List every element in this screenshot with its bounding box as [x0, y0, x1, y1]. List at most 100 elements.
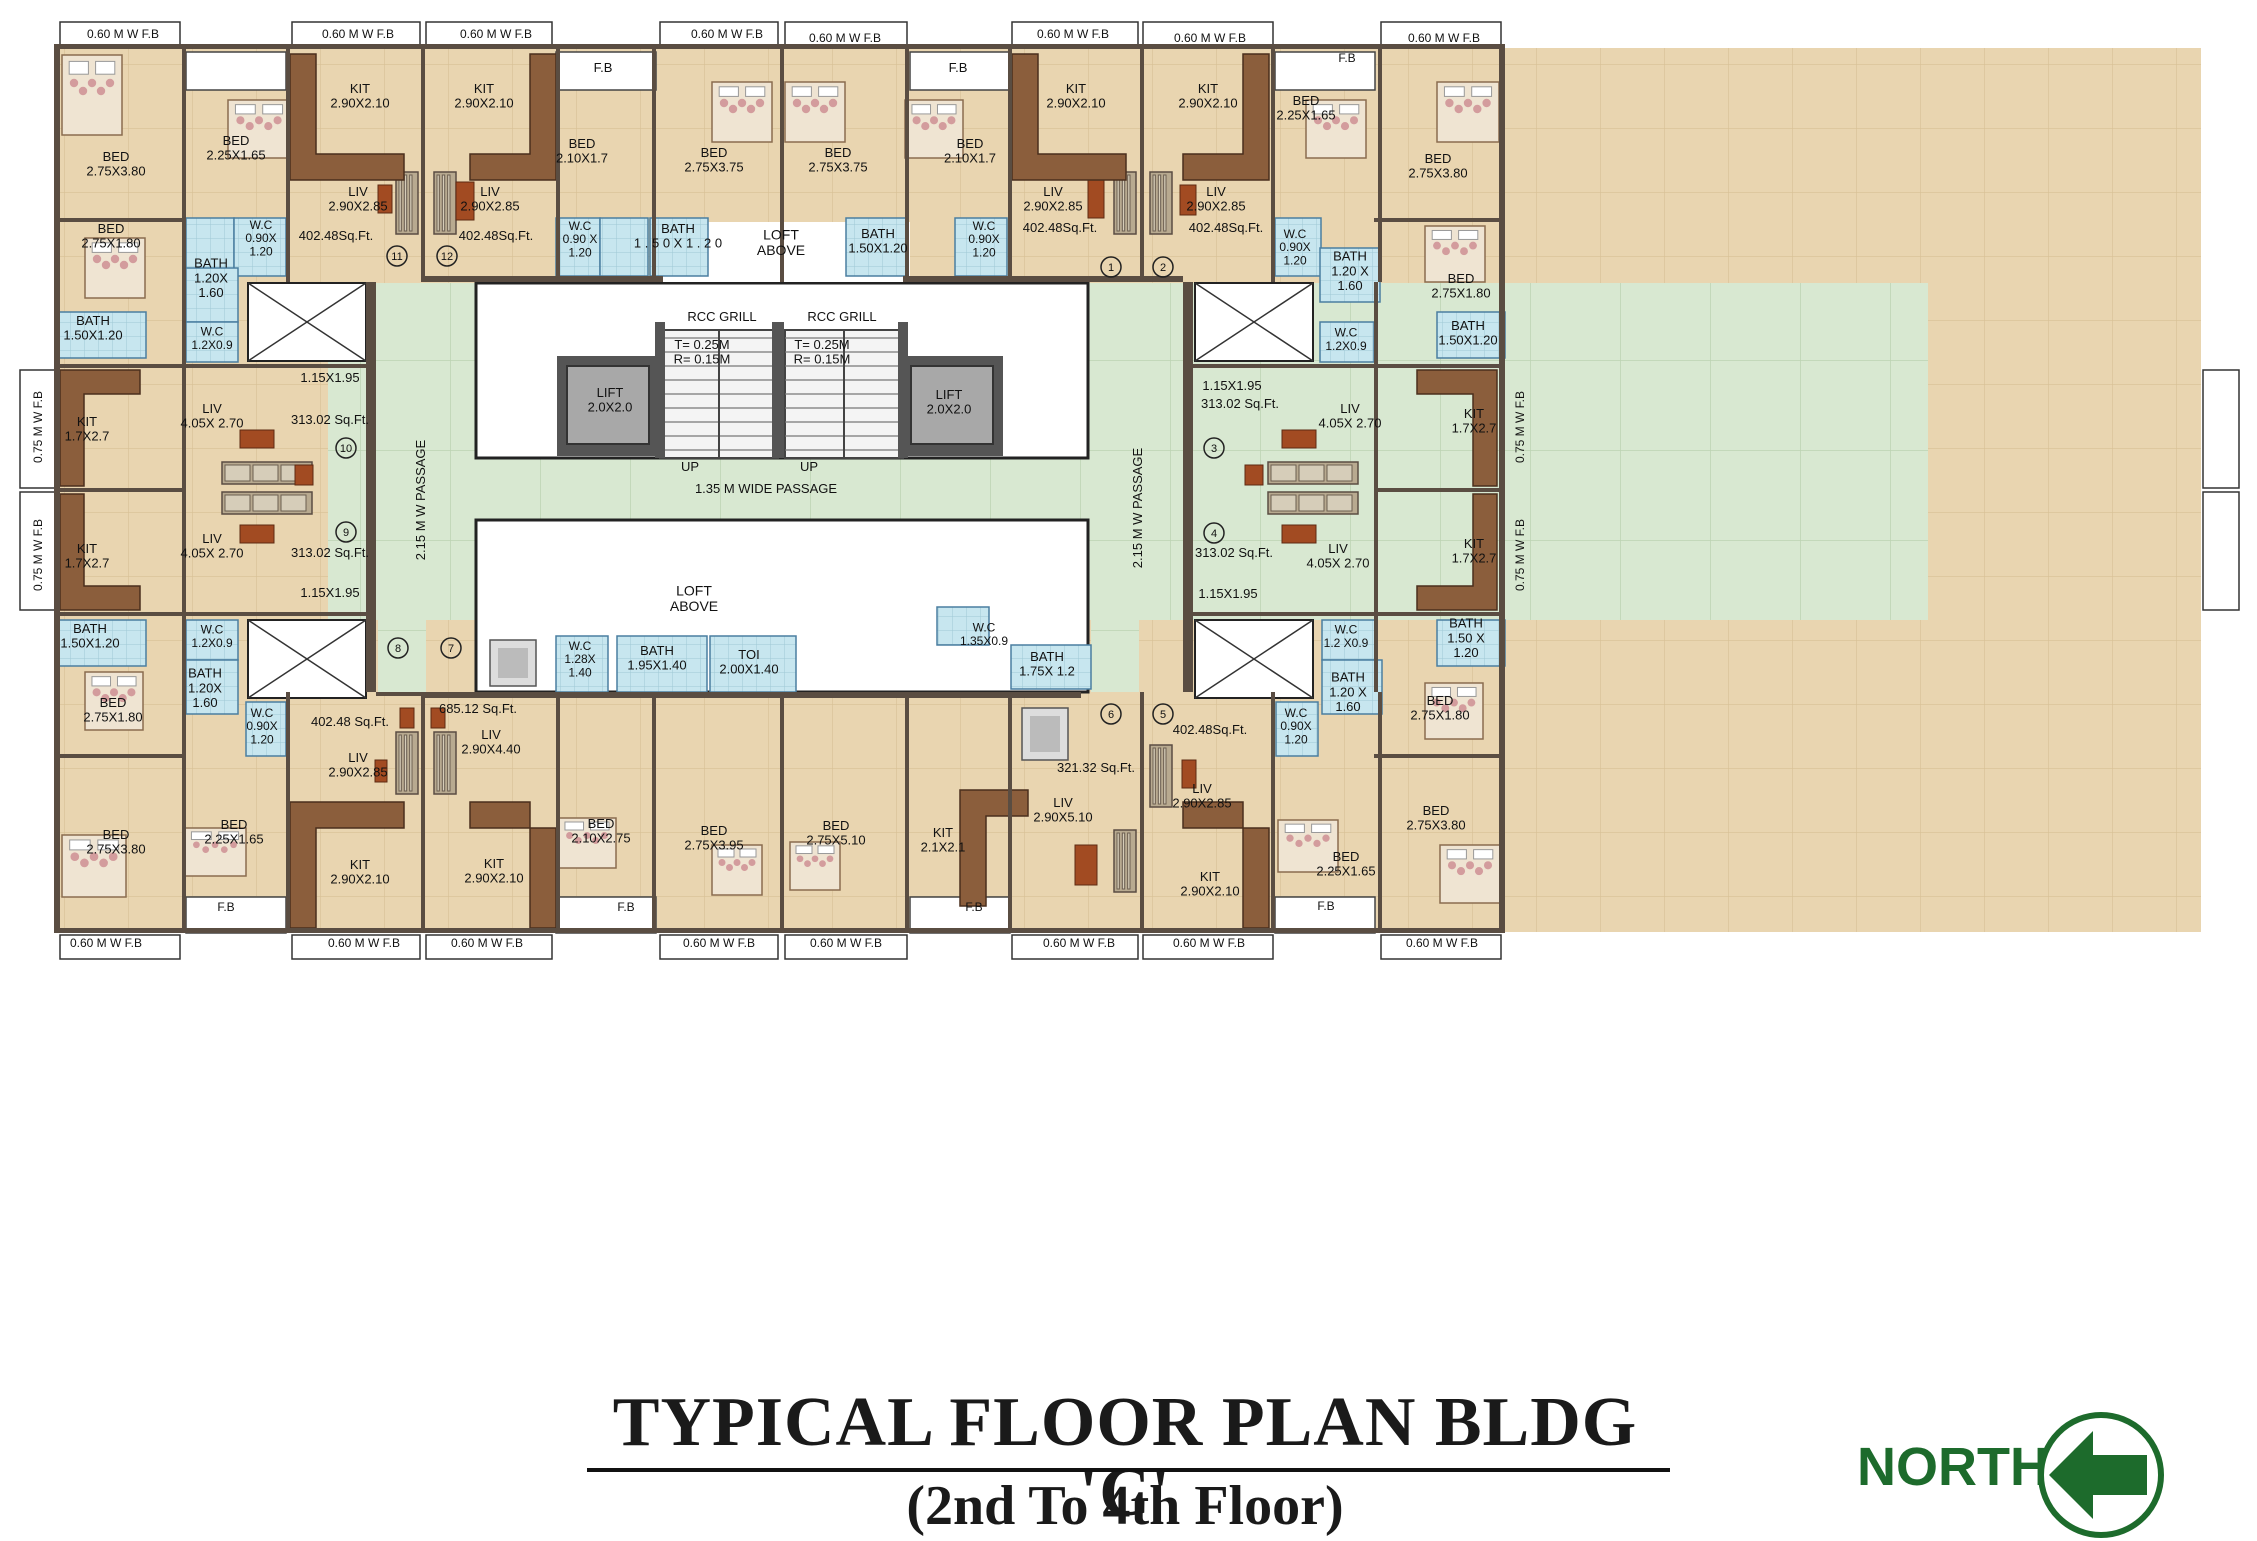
wall — [652, 692, 656, 932]
unit-number-badge — [436, 245, 458, 267]
north-arrow-icon — [2038, 1412, 2164, 1538]
unit-number-badge — [1100, 256, 1122, 278]
unit-number-badge — [1100, 703, 1122, 725]
balcony-side — [2202, 369, 2240, 489]
unit-number: 10 — [340, 443, 352, 455]
wall — [182, 692, 186, 932]
balcony-bottom — [659, 934, 779, 960]
sofa — [1113, 171, 1137, 235]
wall — [905, 48, 909, 282]
wall — [58, 754, 186, 758]
wall — [903, 276, 1183, 282]
unit-number: 6 — [1108, 709, 1114, 721]
balcony-label: 0.60 M W F.B — [451, 936, 523, 950]
table — [1281, 524, 1317, 544]
balcony-bottom — [59, 934, 181, 960]
table — [1179, 184, 1197, 216]
bed — [227, 99, 291, 159]
balcony-label: 0.60 M W F.B — [809, 31, 881, 45]
balcony-top — [1380, 21, 1502, 47]
wet-area — [185, 659, 239, 715]
sofa — [433, 731, 457, 795]
passage-strip — [1091, 620, 1139, 692]
wet-area — [1010, 644, 1092, 690]
table — [294, 464, 314, 486]
wall — [286, 692, 290, 932]
unit-number: 11 — [391, 251, 402, 263]
kitchen-counter — [1182, 53, 1270, 181]
room-label-u8-area: 402.48 Sq.Ft. — [311, 714, 389, 729]
wall — [1140, 48, 1144, 282]
flower-bed — [555, 51, 657, 91]
flower-bed — [185, 51, 287, 91]
bed — [61, 834, 127, 898]
core-wall — [655, 322, 665, 458]
lift-car — [910, 365, 994, 445]
kitchen-counter — [959, 789, 1029, 907]
unit-number-badge — [1203, 437, 1225, 459]
wall — [421, 276, 663, 282]
bed — [1424, 682, 1484, 740]
wall — [1188, 612, 1378, 616]
dining-table — [1021, 707, 1069, 761]
sofa — [1149, 171, 1173, 235]
wall — [182, 364, 372, 368]
kitchen-counter — [1416, 493, 1498, 611]
room-label-u9-area: 313.02 Sq.Ft. — [291, 545, 369, 560]
table — [377, 184, 393, 214]
bed — [1305, 99, 1367, 159]
wet-area — [1321, 659, 1383, 715]
sofa — [433, 171, 457, 235]
unit-number-badge — [1152, 256, 1174, 278]
plan-subtitle: (2nd To 4th Floor) — [906, 1475, 1344, 1537]
wall — [1374, 282, 1378, 692]
unit-number: 12 — [441, 251, 453, 263]
room-label-u1-fb: F.B — [949, 60, 968, 75]
balcony-bottom — [425, 934, 553, 960]
sofa — [221, 491, 313, 515]
wall — [182, 282, 186, 692]
balcony-bottom — [1142, 934, 1274, 960]
bed — [1424, 225, 1486, 283]
room-label-u10-dim: 1.15X1.95 — [300, 370, 359, 385]
wall — [421, 692, 1081, 698]
wet-area — [555, 217, 601, 277]
balcony-label: 0.60 M W F.B — [1406, 936, 1478, 950]
